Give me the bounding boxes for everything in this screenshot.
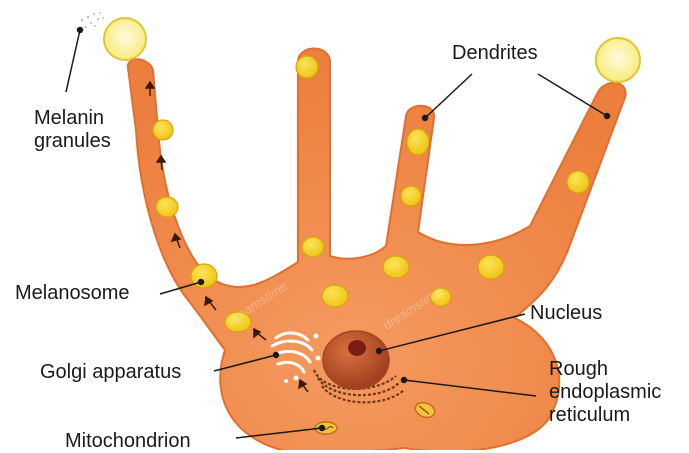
melanosome (296, 56, 318, 78)
label-rough-er-line3: reticulum (549, 404, 661, 427)
melanosome (302, 237, 324, 257)
label-dendrites: Dendrites (452, 42, 538, 65)
nucleus (323, 331, 389, 389)
melanosome (322, 285, 348, 307)
melanosome (407, 129, 429, 155)
melanosome (478, 255, 504, 279)
label-nucleus: Nucleus (530, 302, 602, 325)
melanosome (383, 256, 409, 278)
label-melanin-granules-line2: granules (34, 130, 111, 153)
label-rough-er-line2: endoplasmic (549, 381, 661, 404)
melanosome (156, 197, 178, 217)
leader-melanin-granules (66, 30, 80, 92)
label-melanosome: Melanosome (15, 282, 130, 305)
melanin-granule-cluster (81, 12, 640, 82)
nucleolus (348, 340, 366, 356)
melanosome (567, 171, 589, 193)
label-rough-er-line1: Rough (549, 358, 661, 381)
label-melanin-granules-line1: Melanin (34, 107, 111, 130)
melanosome (401, 186, 421, 206)
label-melanin-granules: Melanin granules (34, 107, 111, 153)
leader-dendrites-1 (425, 74, 472, 118)
label-golgi-apparatus: Golgi apparatus (40, 361, 181, 384)
melanosome (153, 120, 173, 140)
label-rough-er: Rough endoplasmic reticulum (549, 358, 661, 427)
